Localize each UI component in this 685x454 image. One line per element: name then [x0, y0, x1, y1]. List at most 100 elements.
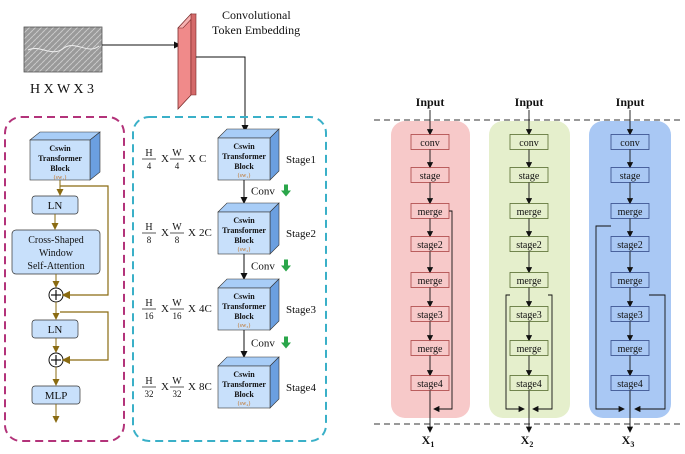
conv-label: Conv — [251, 261, 275, 273]
embedding-to-stages-arrow — [196, 56, 249, 132]
residual-connection-2 — [60, 311, 109, 365]
dim-h-den: 32 — [145, 389, 154, 399]
stage-block-line3: Block — [234, 162, 254, 171]
skip-connection-3b — [634, 294, 666, 413]
detail-cswin-block — [29, 131, 101, 181]
pipeline-background — [391, 121, 470, 418]
pipeline-node-label: merge — [517, 344, 542, 355]
pipeline-node-label: stage2 — [417, 240, 443, 251]
skip-connection-1 — [433, 210, 453, 413]
pipeline-1: Inputconvstagemergestage2mergestage3merg… — [391, 95, 470, 449]
dim-times-2: X — [188, 303, 196, 315]
stage-block-line3: Block — [234, 312, 254, 321]
skip-connection-2a — [532, 294, 553, 413]
pipeline-2: Inputconvstagemergestage2mergestage3merg… — [489, 95, 570, 449]
pipeline-node-label: merge — [618, 207, 643, 218]
dim-h-num: H — [145, 148, 152, 159]
dim-h-den: 8 — [147, 235, 152, 245]
pipeline-node-label: merge — [517, 276, 542, 287]
stage-block-side — [269, 356, 280, 409]
skip-connections — [433, 210, 666, 413]
pipeline-node-label: stage3 — [417, 310, 443, 321]
attention-line2: Window — [39, 248, 74, 259]
dim-w-num: W — [172, 222, 182, 233]
dim-w-den: 16 — [173, 311, 183, 321]
stage-block-line1: Cswin — [233, 370, 255, 379]
dim-h-num: H — [145, 298, 152, 309]
stage-block-side — [269, 278, 280, 331]
stage-block-sub: (sw₃) — [238, 322, 251, 329]
stage-block-line1: Cswin — [233, 142, 255, 151]
attention-line1: Cross-Shaped — [28, 235, 84, 246]
dim-w-num: W — [172, 148, 182, 159]
pipeline-node-label: stage2 — [617, 240, 643, 251]
dim-times-2: X — [188, 381, 196, 393]
pipeline-background — [489, 121, 570, 418]
pipeline-node-label: stage — [519, 171, 540, 182]
dim-times-1: X — [161, 153, 169, 165]
stages-panel — [132, 116, 327, 442]
detail-block-line2: Transformer — [38, 154, 82, 163]
pipeline-node-label: stage4 — [617, 379, 643, 390]
pipeline-node-label: stage4 — [417, 379, 443, 390]
pipeline-node-label: conv — [519, 138, 538, 149]
pipeline-node-label: conv — [420, 138, 439, 149]
stage-block-line2: Transformer — [222, 226, 266, 235]
detail-block-line3: Block — [50, 164, 70, 173]
dim-times-2: X — [188, 227, 196, 239]
add-icon-1 — [48, 287, 64, 303]
detail-block-line1: Cswin — [49, 144, 71, 153]
dim-w-den: 4 — [175, 161, 180, 171]
dim-h-den: 16 — [145, 311, 155, 321]
pipeline-node-label: merge — [418, 344, 443, 355]
stage-block-top — [217, 278, 280, 289]
stage-label: Stage3 — [286, 304, 316, 316]
pipeline-node-label: merge — [418, 276, 443, 287]
green-down-arrow-icon — [281, 336, 291, 349]
stage-block-side — [269, 128, 280, 181]
pipeline-input-label: Input — [616, 95, 645, 109]
dim-times-2: X — [188, 153, 196, 165]
stage-block-sub: (sw₂) — [238, 246, 251, 253]
dim-channels: 8C — [199, 381, 212, 393]
attention-line3: Self-Attention — [27, 261, 84, 272]
pipeline-3: Inputconvstagemergestage2mergestage3merg… — [589, 95, 671, 449]
stage-label: Stage2 — [286, 228, 316, 240]
dim-times-1: X — [161, 381, 169, 393]
pipeline-input-label: Input — [416, 95, 445, 109]
stage-block-line3: Block — [234, 236, 254, 245]
conv-label: Conv — [251, 338, 275, 350]
dim-w-den: 8 — [175, 235, 180, 245]
block-detail-panel — [4, 116, 125, 442]
pipeline-node-label: stage3 — [516, 310, 542, 321]
add-icon-2 — [48, 352, 64, 368]
stage-block-line3: Block — [234, 390, 254, 399]
ln-label-1: LN — [48, 200, 63, 212]
pipeline-node-label: merge — [618, 276, 643, 287]
pipeline-output-label: X2 — [521, 433, 534, 449]
dim-h-num: H — [145, 222, 152, 233]
mlp-label: MLP — [45, 390, 68, 402]
pipeline-output-label: X1 — [422, 433, 435, 449]
dim-channels: 4C — [199, 303, 212, 315]
dim-w-num: W — [172, 298, 182, 309]
dim-times-1: X — [161, 227, 169, 239]
stage-block-line2: Transformer — [222, 380, 266, 389]
input-image — [23, 26, 103, 73]
green-down-arrow-icon — [281, 184, 291, 197]
dim-w-den: 32 — [173, 389, 182, 399]
dim-h-den: 4 — [147, 161, 152, 171]
pipeline-node-label: merge — [517, 207, 542, 218]
pipeline-node-label: conv — [620, 138, 639, 149]
ln-label-2: LN — [48, 324, 63, 336]
stage-block-sub: (sw₁) — [238, 172, 251, 179]
stage-label: Stage4 — [286, 382, 316, 394]
dim-times-1: X — [161, 303, 169, 315]
stage-block-front — [217, 365, 271, 409]
pipeline-node-label: merge — [618, 344, 643, 355]
conv-label: Conv — [251, 186, 275, 198]
stage-block-line2: Transformer — [222, 302, 266, 311]
pipeline-node-label: stage4 — [516, 379, 542, 390]
